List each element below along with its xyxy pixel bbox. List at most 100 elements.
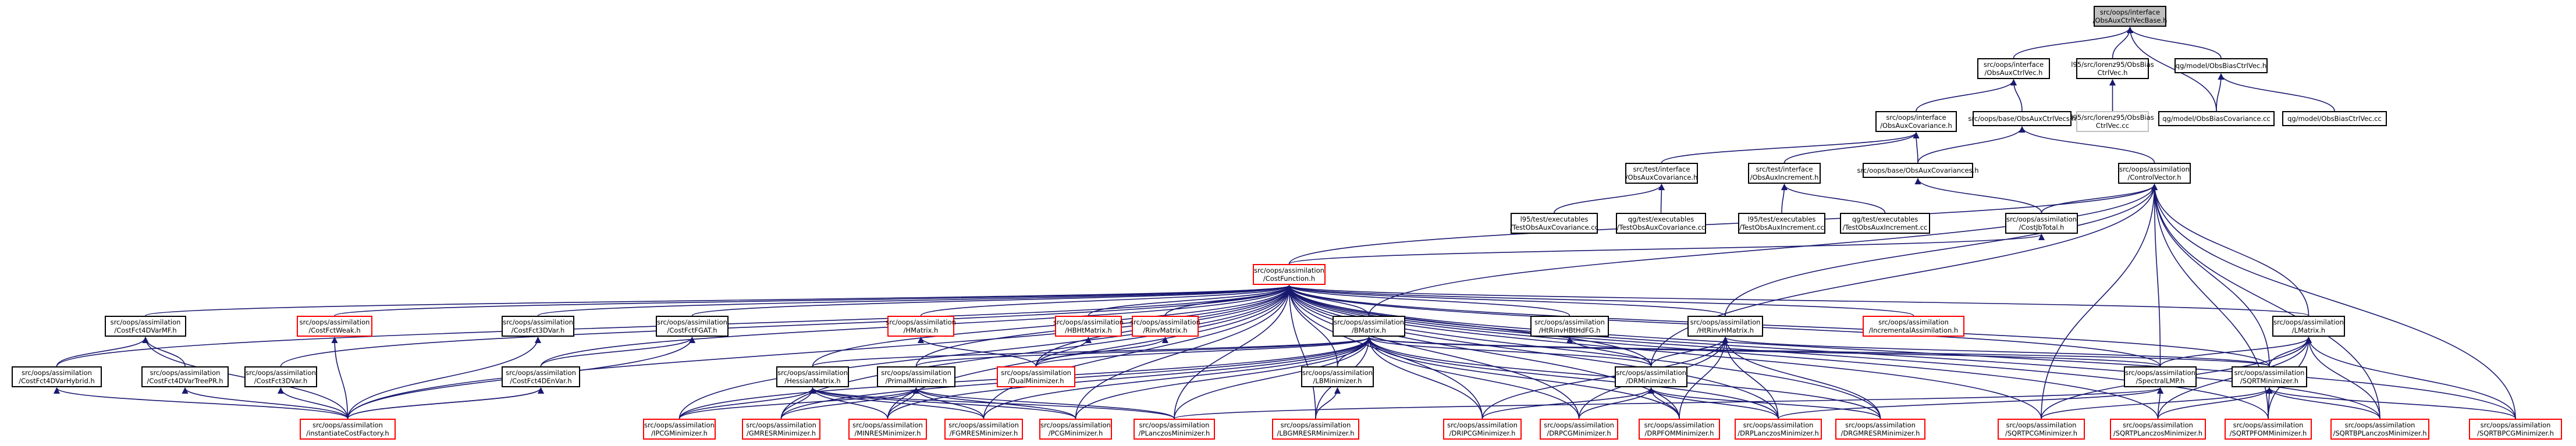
- node-control-vector[interactable]: src/oops/assimilation/ControlVector.h: [2118, 163, 2191, 184]
- node-base-obs-aux-covariances[interactable]: src/oops/base/ObsAuxCovariances.h: [1857, 163, 1979, 178]
- node-label-line: /DualMinimizer.h: [1008, 377, 1064, 385]
- node-label-line: src/oops/assimilation: [312, 420, 383, 429]
- node-dual-minimizer[interactable]: src/oops/assimilation/DualMinimizer.h: [997, 366, 1075, 387]
- node-cost-fct4-d-var-tree-p-r[interactable]: src/oops/assimilation/CostFct4DVarTreePR…: [141, 366, 229, 387]
- node-planczos-minimizer[interactable]: src/oops/assimilation/PLanczosMinimizer.…: [1134, 419, 1215, 440]
- node-cost-fct4-d-en-var[interactable]: src/oops/assimilation/CostFct4DEnVar.h: [502, 366, 580, 387]
- node-minres-minimizer[interactable]: src/oops/assimilation/MINRESMinimizer.h: [848, 419, 927, 440]
- node-label-line: /ObsAuxIncrement.h: [1750, 173, 1819, 181]
- edge-costFunction-drplanczosMinimizer: [1285, 284, 1779, 419]
- node-sqrtpfom-minimizer[interactable]: src/oops/assimilation/SQRTPFOMMinimizer.…: [2225, 419, 2312, 440]
- node-primal-minimizer[interactable]: src/oops/assimilation/PrimalMinimizer.h: [877, 366, 955, 387]
- node-test-obs-aux-covariance[interactable]: src/test/interface/ObsAuxCovariance.h: [1625, 163, 1698, 184]
- node-label-line: /CostFct4DVarTreePR.h: [147, 377, 223, 385]
- node-label-line: src/oops/assimilation: [2480, 420, 2551, 429]
- node-label-line: src/oops/assimilation: [1302, 368, 1373, 377]
- node-pcg-minimizer[interactable]: src/oops/assimilation/PCGMinimizer.h: [1039, 419, 1112, 440]
- node-label-line: /TestObsAuxIncrement.cc: [1842, 223, 1928, 231]
- node-label-line: src/oops/assimilation: [1053, 317, 1124, 326]
- node-ht-rinv-h-matrix[interactable]: src/oops/assimilation/HtRinvHMatrix.h: [1687, 316, 1763, 337]
- node-cost-fct4-d-var-hybrid[interactable]: src/oops/assimilation/CostFct4DVarHybrid…: [12, 366, 102, 387]
- node-incremental-assimilation[interactable]: src/oops/assimilation/IncrementalAssimil…: [1863, 316, 1964, 337]
- node-lh-matrix[interactable]: src/oops/assimilation/LMatrix.h: [2272, 316, 2345, 337]
- node-label-line: /HMatrix.h: [903, 326, 939, 334]
- node-if-obs-aux-ctrl-vec[interactable]: src/oops/interface/ObsAuxCtrlVec.h: [1977, 58, 2050, 79]
- node-base-obs-aux-ctrl-vecs[interactable]: src/oops/base/ObsAuxCtrlVecs.h: [1968, 111, 2076, 126]
- node-bmatrix[interactable]: src/oops/assimilation/BMatrix.h: [1333, 316, 1405, 337]
- node-hmatrix[interactable]: src/oops/assimilation/HMatrix.h: [886, 316, 956, 337]
- node-sqrtplanczos-minimizer[interactable]: src/oops/assimilation/SQRTPLanczosMinimi…: [2110, 419, 2206, 440]
- node-label-line: src/oops/assimilation: [1001, 368, 1071, 377]
- node-drpcg-minimizer2[interactable]: src/oops/assimilation/DRPCGMinimizer.h: [1540, 419, 1618, 440]
- node-spectral-l-m-p[interactable]: src/oops/assimilation/SpectralLMP.h: [2124, 366, 2197, 387]
- node-label-line: src/oops/assimilation: [1139, 420, 1210, 429]
- node-gmresr-minimizer[interactable]: src/oops/assimilation/GMRESRMinimizer.h: [742, 419, 820, 440]
- edge-sqrtMinimizer-sqrtplanczosMinimizer: [2157, 387, 2273, 419]
- node-drpcg-minimizer[interactable]: src/oops/assimilation/DRIPCGMinimizer.h: [1443, 419, 1522, 440]
- node-label-line: src/oops/base/ObsAuxCtrlVecs.h: [1968, 114, 2076, 123]
- node-hessian-matrix2[interactable]: src/oops/assimilation/HessianMatrix.h: [776, 366, 849, 387]
- node-lbgmresr-minimizer[interactable]: src/oops/assimilation/LBGMRESRMinimizer.…: [1272, 419, 1359, 440]
- node-qg-obs-bias-ctrl-vec-h[interactable]: qg/model/ObsBiasCtrlVec.h: [2175, 58, 2268, 73]
- node-qg-test-obs-aux-cov[interactable]: qg/test/executables/TestObsAuxCovariance…: [1616, 213, 1706, 234]
- node-qg-obs-bias-covariance-c-c[interactable]: qg/model/ObsBiasCovariance.cc: [2158, 111, 2275, 126]
- edge-costFunction-costFct3DVar: [537, 284, 1292, 316]
- node-drpfom-minimizer[interactable]: src/oops/assimilation/DRPFOMMinimizer.h: [1639, 419, 1720, 440]
- node-root: src/oops/interface/ObsAuxCtrlVecBase.h: [2093, 6, 2167, 27]
- node-lb-minimizer[interactable]: src/oops/assimilation/LBMinimizer.h: [1301, 366, 1374, 387]
- node-label-line: /SpectralLMP.h: [2136, 377, 2185, 385]
- node-cost-fct4-d-var-m-f[interactable]: src/oops/assimilation/CostFct4DVarMF.h: [105, 316, 186, 337]
- edge-baseObsAuxCtrlVecs-baseObsAuxCovariances: [1917, 126, 2026, 163]
- node-label-line: /IncrementalAssimilation.h: [1868, 326, 1959, 334]
- node-drplanczos-minimizer[interactable]: src/oops/assimilation/DRPLanczosMinimize…: [1735, 419, 1822, 440]
- edge-costFct3DVar-instantiateCostFactory: [347, 336, 542, 419]
- node-label-line: /PrimalMinimizer.h: [885, 377, 947, 385]
- edge-controlVector-lhMatrix: [2151, 183, 2309, 316]
- node-qg-obs-bias-ctrl-vec-c-c[interactable]: qg/model/ObsBiasCtrlVec.cc: [2282, 111, 2387, 126]
- node-cost-fct-f-g-a-t[interactable]: src/oops/assimilation/CostFctFGAT.h: [656, 316, 729, 337]
- edge-root-qgObsBiasCtrlVecH: [2126, 26, 2222, 59]
- node-hbhtmatrix[interactable]: src/oops/assimilation/HBHtMatrix.h: [1053, 316, 1124, 337]
- edge-costFunction-sqrtMinimizer: [1286, 284, 2270, 367]
- node-bht-rinv-h-bt-hd-f-g[interactable]: src/oops/assimilation/HtRinvHBtHdFG.h: [1530, 316, 1609, 337]
- node-rinvmatrix[interactable]: src/oops/assimilation/RinvMatrix.h: [1130, 316, 1200, 337]
- node-label-line: /ControlVector.h: [2127, 173, 2181, 181]
- edge-lhMatrix-spectralLMP: [2159, 336, 2312, 367]
- node-ipcg-minimizer[interactable]: src/oops/assimilation/IPCGMinimizer.h: [643, 419, 716, 440]
- node-label-line: src/oops/assimilation: [1130, 317, 1200, 326]
- node-label-line: /ObsAuxCtrlVec.h: [1984, 69, 2043, 77]
- node-label-line: src/oops/assimilation: [2006, 420, 2077, 429]
- edge-costFunction-hessianMatrix2: [812, 284, 1292, 367]
- node-cost-fct3-d-var[interactable]: src/oops/assimilation/CostFct3DVar.h: [502, 316, 574, 337]
- edge-costJbTotal-costFunction: [1288, 233, 2045, 265]
- node-rpcg-minimizer[interactable]: src/oops/assimilation/DRGMRESRMinimizer.…: [1835, 419, 1925, 440]
- node-fgmres-minimizer[interactable]: src/oops/assimilation/FGMRESMinimizer.h: [944, 419, 1023, 440]
- edge-drMinimizer-rpcgMinimizer: [1648, 387, 1881, 419]
- node-cost-function[interactable]: src/oops/assimilation/CostFunction.h: [1253, 264, 1326, 285]
- edge-costFct3DVar2-instantiateCostFactory: [277, 387, 349, 419]
- node-sqrtbpcg-minimizer[interactable]: src/oops/assimilation/SQRTBPCGMinimizer.…: [2469, 419, 2562, 440]
- node-cost-fct3-d-var2[interactable]: src/oops/assimilation/CostFct3DVar.h: [244, 366, 317, 387]
- node-dr-minimizer[interactable]: src/oops/assimilation/DRMinimizer.h: [1615, 366, 1687, 387]
- node-if-obs-aux-covariance[interactable]: src/oops/interface/ObsAuxCovariance.h: [1875, 111, 1957, 132]
- node-sqrtpcg-minimizer[interactable]: src/oops/assimilation/SQRTPCGMinimizer.h: [1998, 419, 2085, 440]
- node-label-line: /TestObsAuxIncrement.cc: [1739, 223, 1824, 231]
- node-sqrtbplanczos-minimizer[interactable]: src/oops/assimilation/SQRTBPLanczosMinim…: [2330, 419, 2429, 440]
- node-cost-jb-total[interactable]: src/oops/assimilation/CostJbTotal.h: [2005, 213, 2078, 234]
- edge-costFunction-incrementalAssimilation: [1286, 284, 1914, 316]
- edge-costFct4DEnVar2-instantiateCostFactory: [347, 387, 544, 419]
- node-test-obs-aux-increment[interactable]: src/test/interface/ObsAuxIncrement.h: [1748, 163, 1821, 184]
- node-cost-fct-weak[interactable]: src/oops/assimilation/CostFctWeak.h: [297, 316, 372, 337]
- node-l95-test-obs-aux-cov[interactable]: l95/test/executables/TestObsAuxCovarianc…: [1510, 213, 1598, 234]
- node-label-line: /CostFctWeak.h: [308, 326, 361, 334]
- node-label-line: src/oops/assimilation: [110, 317, 181, 326]
- node-sqrt-minimizer[interactable]: src/oops/assimilation/SQRTMinimizer.h: [2232, 366, 2307, 387]
- node-instantiate-cost-factory[interactable]: src/oops/assimilation/instantiateCostFac…: [300, 419, 396, 440]
- node-l95-test-obs-aux-inc[interactable]: l95/test/executables/TestObsAuxIncrement…: [1738, 213, 1825, 234]
- edge-layer: [54, 26, 2516, 419]
- node-qg-test-obs-aux-inc[interactable]: qg/test/executables/TestObsAuxIncrement.…: [1840, 213, 1930, 234]
- node-label-line: src/oops/interface: [1983, 60, 2044, 69]
- edge-costFunction-costFctFGAT: [691, 284, 1292, 316]
